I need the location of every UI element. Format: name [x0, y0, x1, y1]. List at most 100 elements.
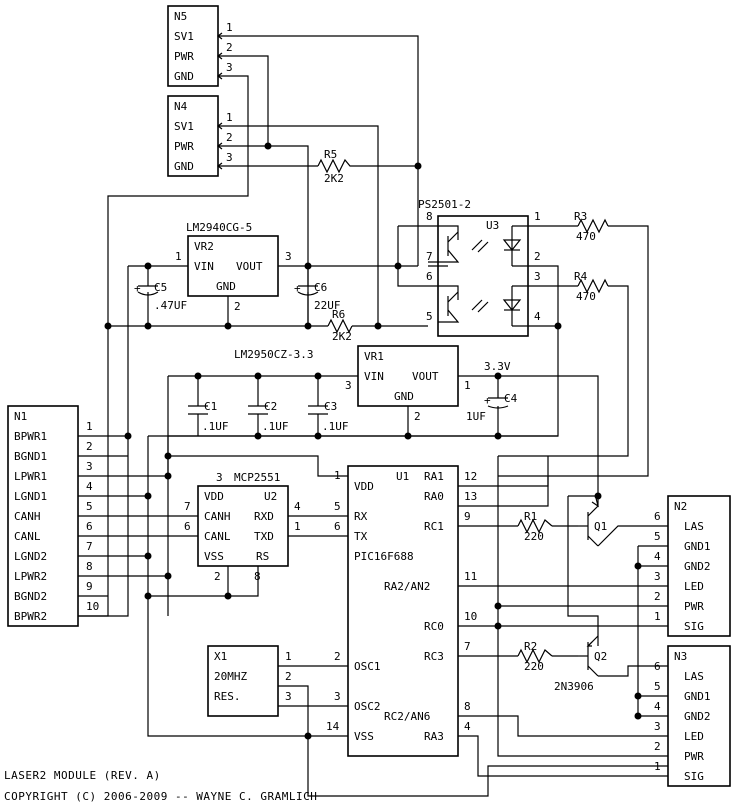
c1-name: C1 [204, 400, 217, 413]
resistor-r2: R2 220 [517, 640, 553, 673]
n5-pin-num: 2 [226, 41, 233, 54]
c5-value: .47UF [154, 299, 187, 312]
u1-ra2: RA2/AN2 [384, 580, 430, 593]
c4-value: 1UF [466, 410, 486, 423]
c6-plus-icon: + [294, 282, 301, 295]
r3-value: 470 [576, 230, 596, 243]
n1-pin-num: 5 [86, 500, 93, 513]
n2-pin-label: LED [684, 580, 704, 593]
c6-value: 22UF [314, 299, 341, 312]
n2-pin-num: 6 [654, 510, 661, 523]
r4-value: 470 [576, 290, 596, 303]
n3-pin-num: 3 [654, 720, 661, 733]
x1-pin: 1 [285, 650, 292, 663]
vr1-pin: 3 [345, 379, 352, 392]
u1-pin: 8 [464, 700, 471, 713]
c4-plus-icon: + [484, 394, 491, 407]
vr1-gnd: GND [394, 390, 414, 403]
u1-pin: 5 [334, 500, 341, 513]
vr2-vout: VOUT [236, 260, 263, 273]
u2-pin: 1 [294, 520, 301, 533]
n2-pin-num: 1 [654, 610, 661, 623]
u2-rs: RS [256, 550, 269, 563]
vr1-pin: 1 [464, 379, 471, 392]
u2-canl: CANL [204, 530, 231, 543]
capacitor-c3: C3 .1UF [308, 400, 349, 433]
resistor-r3: R3 470 [574, 210, 609, 243]
n2-pin-num: 4 [654, 550, 661, 563]
u1-pin: 12 [464, 470, 477, 483]
r4-name: R4 [574, 270, 588, 283]
u2-name: U2 [264, 490, 277, 503]
n5-pin-label: PWR [174, 50, 194, 63]
n1-pin-label: CANL [14, 530, 41, 543]
u1-pin: 9 [464, 510, 471, 523]
c6-name: C6 [314, 281, 327, 294]
n1-name: N1 [14, 410, 27, 423]
u2-rxd: RXD [254, 510, 274, 523]
n3-pin-label: GND1 [684, 690, 711, 703]
u1-osc1: OSC1 [354, 660, 381, 673]
n4-pin-num: 2 [226, 131, 233, 144]
u1-rc1: RC1 [424, 520, 444, 533]
u1-rc0: RC0 [424, 620, 444, 633]
r2-name: R2 [524, 640, 537, 653]
n2-pin-num: 3 [654, 570, 661, 583]
r6-value: 2K2 [332, 330, 352, 343]
n1-pin-num: 9 [86, 580, 93, 593]
vr2-pin: 1 [175, 250, 182, 263]
n5-pin-label: GND [174, 70, 194, 83]
transistor-q2: Q2 2N3906 [554, 635, 607, 693]
u3-pin: 2 [534, 250, 541, 263]
u1-osc2: OSC2 [354, 700, 381, 713]
copyright-line: COPYRIGHT (C) 2006-2009 -- WAYNE C. GRAM… [4, 790, 317, 803]
u1-pin: 13 [464, 490, 477, 503]
u3-pin: 8 [426, 210, 433, 223]
u2-canh: CANH [204, 510, 231, 523]
optocoupler-u3: PS2501-2 U3 1 2 3 4 5 6 7 8 [418, 198, 541, 337]
x1-freq: 20MHZ [214, 670, 247, 683]
connector-n1: N1 BPWR1 BGND1 LPWR1 LGND1 CANH CANL LGN… [7, 405, 198, 627]
vr1-pin: 2 [414, 410, 421, 423]
n5-pin-label: SV1 [174, 30, 194, 43]
u1-pin: 7 [464, 640, 471, 653]
n1-pin-label: BPWR1 [14, 430, 47, 443]
connector-n2: N2 LAS GND1 GND2 LED PWR SIG 6 5 4 3 2 1 [654, 495, 731, 637]
n3-pin-num: 1 [654, 760, 661, 773]
resistor-r4: R4 470 [574, 270, 609, 303]
u1-rc2: RC2/AN6 [384, 710, 430, 723]
u3-pin: 3 [534, 270, 541, 283]
u1-part: PIC16F688 [354, 550, 414, 563]
c5-plus-icon: + [134, 282, 141, 295]
n1-pin-label: BGND1 [14, 450, 47, 463]
n3-pin-label: SIG [684, 770, 704, 783]
capacitor-c5: + C5 .47UF [134, 281, 187, 312]
n5-pin-num: 3 [226, 61, 233, 74]
r2-value: 220 [524, 660, 544, 673]
n3-pin-label: GND2 [684, 710, 711, 723]
n2-pin-label: LAS [684, 520, 704, 533]
wires-top [78, 35, 649, 617]
x1-pin: 2 [285, 670, 292, 683]
x1-name: X1 [214, 650, 227, 663]
u2-vss: VSS [204, 550, 224, 563]
n1-pin-num: 8 [86, 560, 93, 573]
u2-txd: TXD [254, 530, 274, 543]
u1-pin: 1 [334, 469, 341, 482]
n3-pin-label: LED [684, 730, 704, 743]
n2-pin-label: GND2 [684, 560, 711, 573]
c2-name: C2 [264, 400, 277, 413]
n1-pin-label: BPWR2 [14, 610, 47, 623]
n3-pin-label: LAS [684, 670, 704, 683]
u2-pin: 3 [216, 471, 223, 484]
u1-name: U1 [396, 470, 409, 483]
r5-value: 2K2 [324, 172, 344, 185]
n4-pin-num: 3 [226, 151, 233, 164]
vr2-name: VR2 [194, 240, 214, 253]
u2-part: MCP2551 [234, 471, 280, 484]
vr2-vin: VIN [194, 260, 214, 273]
c4-name: C4 [504, 392, 518, 405]
x1-res: RES. [214, 690, 241, 703]
n2-pin-num: 5 [654, 530, 661, 543]
c1-value: .1UF [202, 420, 229, 433]
